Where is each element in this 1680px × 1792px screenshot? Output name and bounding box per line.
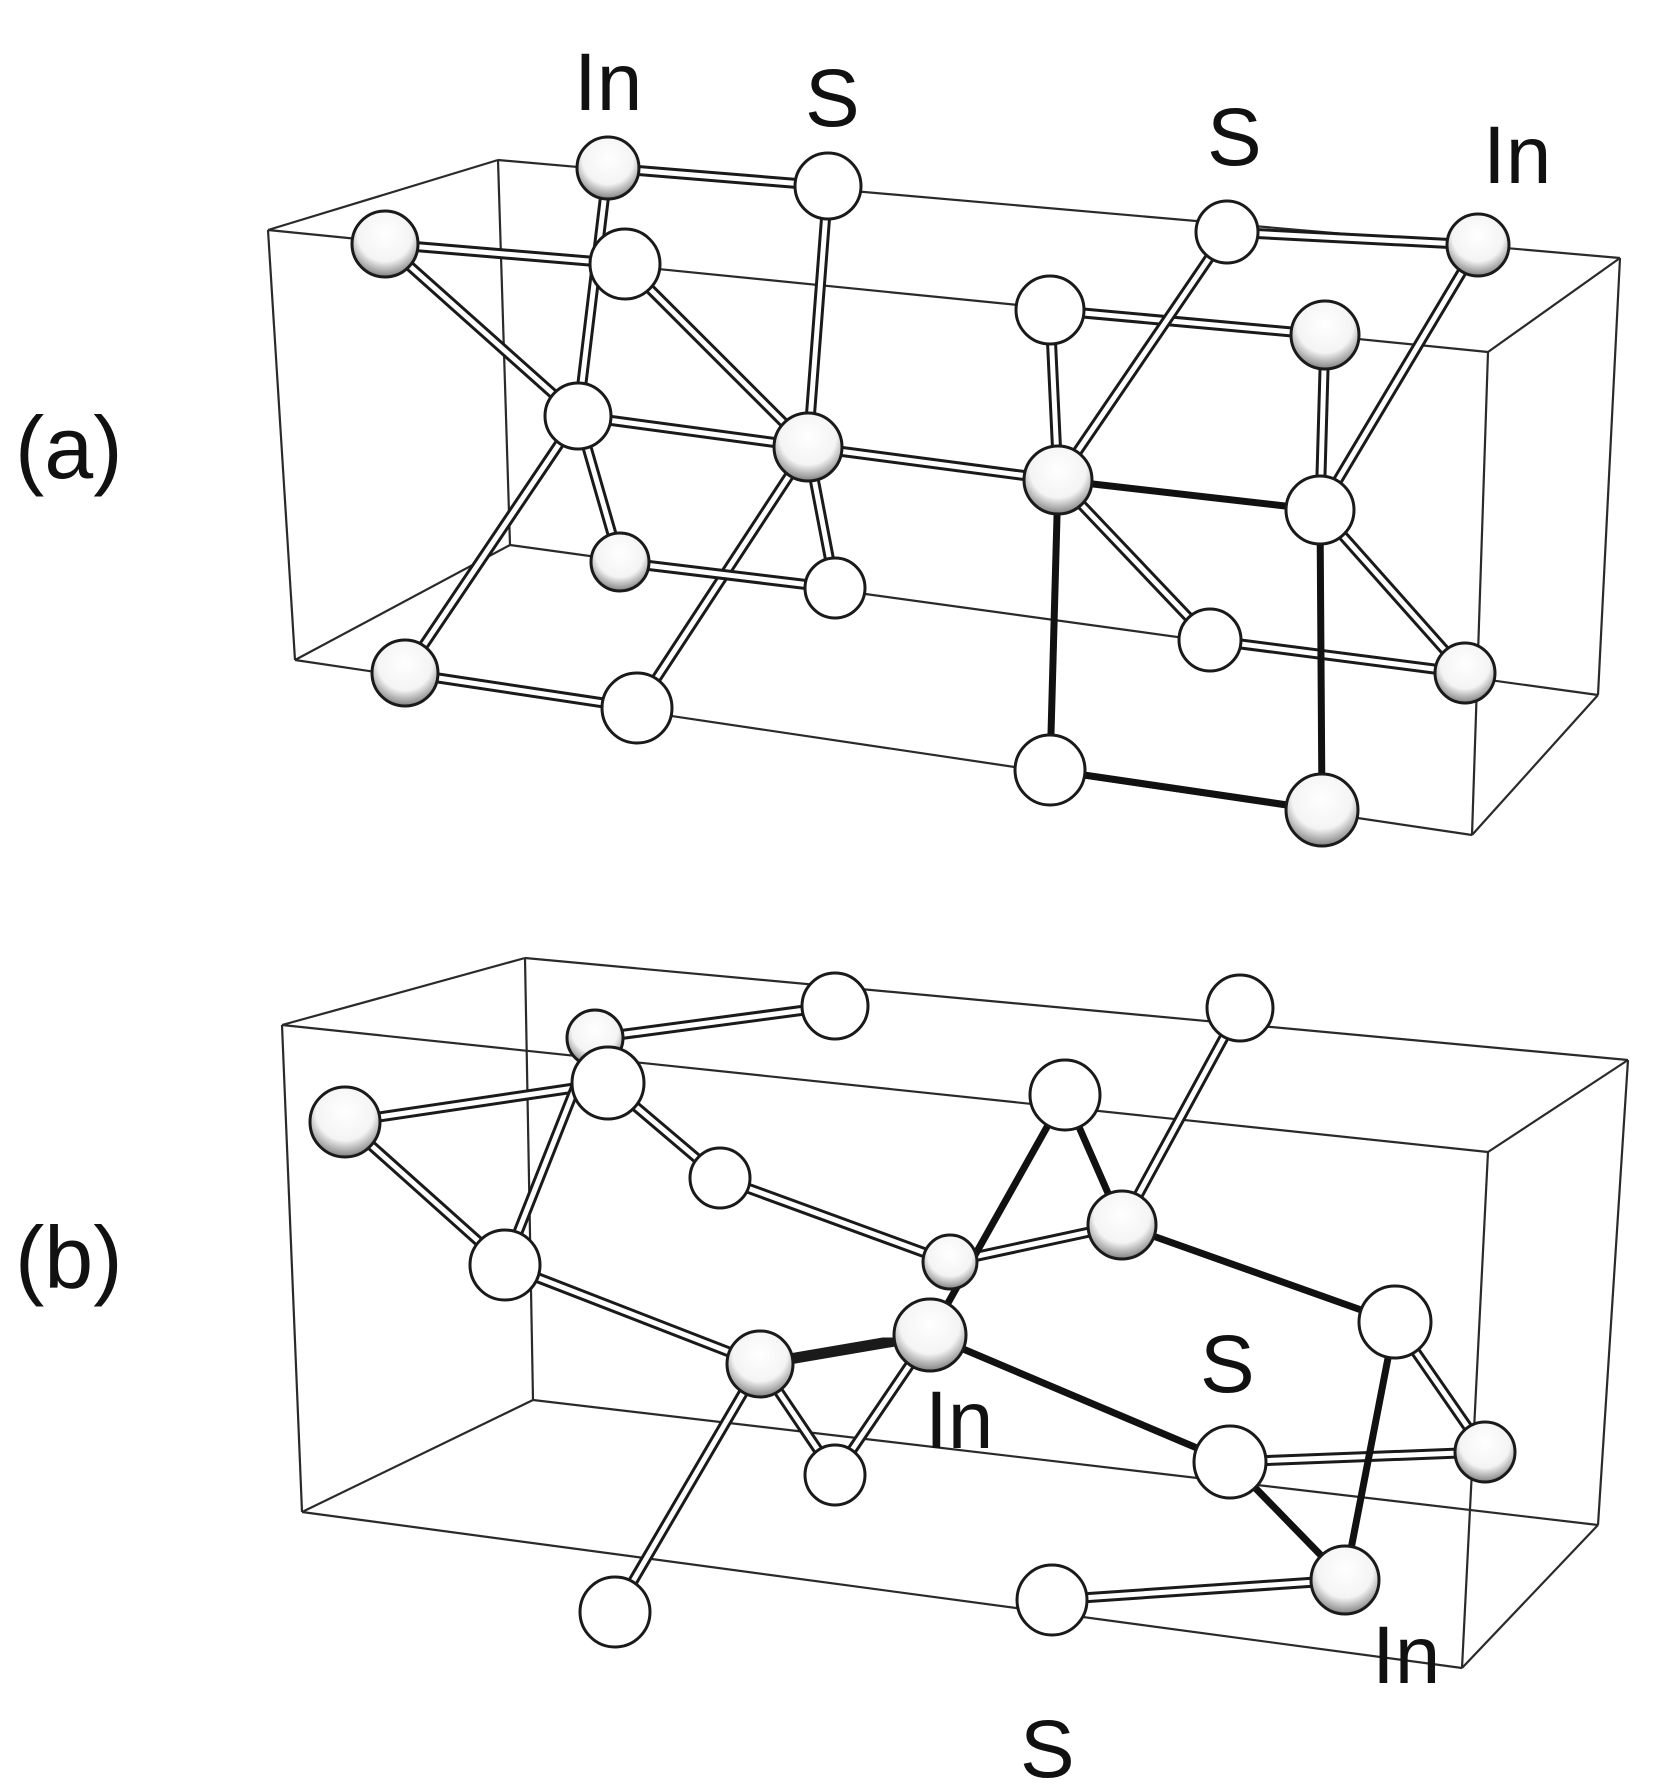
indium-atom (1309, 1544, 1381, 1616)
sulfur-atom (793, 151, 863, 221)
bold-bond (1054, 476, 1324, 514)
sulfur-atom (1192, 1424, 1268, 1500)
sulfur-atom (800, 971, 870, 1041)
indium-atom (1445, 212, 1511, 278)
bold-bond (1046, 766, 1326, 814)
bond (1116, 1002, 1246, 1231)
bond (802, 180, 834, 453)
atoms-a (350, 135, 1511, 848)
bond (399, 667, 643, 714)
bond (602, 162, 834, 192)
atom-label-s: S (1020, 1704, 1075, 1792)
indium-atom (772, 411, 844, 483)
unit-cell-box-a (266, 158, 1622, 837)
indium-atom (725, 1329, 795, 1399)
sulfur-atom (803, 556, 867, 620)
panel-a-label: (a) (15, 398, 123, 497)
indium-atom (921, 1233, 979, 1291)
bold-bond (926, 1331, 1234, 1466)
sulfur-atom (1177, 607, 1243, 673)
sulfur-atom (1357, 1284, 1433, 1360)
sulfur-atom (1015, 1563, 1089, 1637)
bond (1314, 239, 1484, 516)
bond (614, 556, 841, 594)
bond (572, 162, 614, 422)
bond (339, 1077, 614, 1128)
bond (572, 410, 814, 453)
atom-label-in: In (574, 37, 642, 128)
atom-label-s: S (1200, 1319, 1255, 1410)
bond (609, 1358, 766, 1618)
bold-bond (1046, 476, 1062, 774)
sulfur-atom (600, 671, 674, 745)
indium-atom (1453, 1420, 1517, 1484)
bond (1052, 474, 1216, 646)
bond (1224, 1446, 1491, 1468)
atom-label-in: In (1483, 110, 1551, 201)
bond (619, 258, 814, 453)
indium-atom (1433, 641, 1497, 705)
bond (499, 1259, 766, 1370)
sulfur-atom (570, 1045, 646, 1121)
atoms-b (308, 971, 1517, 1649)
bond (589, 1000, 841, 1044)
indium-atom (1284, 772, 1360, 848)
bond (1052, 226, 1233, 486)
sulfur-atom (1013, 733, 1087, 807)
atom-label-in: In (1372, 1610, 1440, 1701)
indium-atom (308, 1085, 382, 1159)
indium-atom (1022, 444, 1094, 516)
panel-b-label: (b) (15, 1208, 123, 1307)
indium-atom (350, 209, 420, 279)
atom-label-s: S (1207, 92, 1262, 183)
bond (1221, 226, 1484, 251)
panel-a: (a) (15, 37, 1622, 848)
unit-cell-box-b (280, 956, 1630, 1670)
indium-atom (575, 135, 641, 201)
sulfur-atom (1194, 199, 1260, 265)
sulfur-atom (688, 1146, 752, 1210)
sulfur-atom (1014, 274, 1086, 346)
sulfur-atom (1284, 474, 1356, 546)
atom-label-s: S (805, 53, 860, 144)
sulfur-atom (468, 1228, 542, 1302)
indium-atom (589, 531, 651, 593)
indium-atom (370, 638, 440, 708)
indium-atom (1289, 299, 1361, 371)
bold-bond (1341, 1318, 1399, 1584)
bold-bond (1118, 1221, 1399, 1326)
sulfur-atom (1205, 973, 1275, 1043)
bond (714, 1172, 956, 1268)
bold-bond (1316, 506, 1326, 814)
sulfur-atom (1028, 1058, 1102, 1132)
bond (1046, 1574, 1351, 1606)
bold-bond (926, 1091, 1069, 1339)
bond (399, 410, 584, 679)
sulfur-atom (588, 227, 662, 301)
indium-atom (892, 1297, 968, 1373)
bond (1314, 504, 1471, 679)
sulfur-atom (803, 1443, 867, 1507)
bond (379, 238, 584, 422)
panel-b: (b) (15, 956, 1630, 1792)
sulfur-atom (578, 1575, 652, 1649)
bond (1204, 634, 1471, 679)
sulfur-atom (543, 381, 613, 451)
bond (802, 441, 1064, 486)
bond (379, 238, 631, 270)
atom-label-in: In (925, 1375, 993, 1466)
indium-atom (1086, 1189, 1158, 1261)
bond (1044, 304, 1331, 341)
